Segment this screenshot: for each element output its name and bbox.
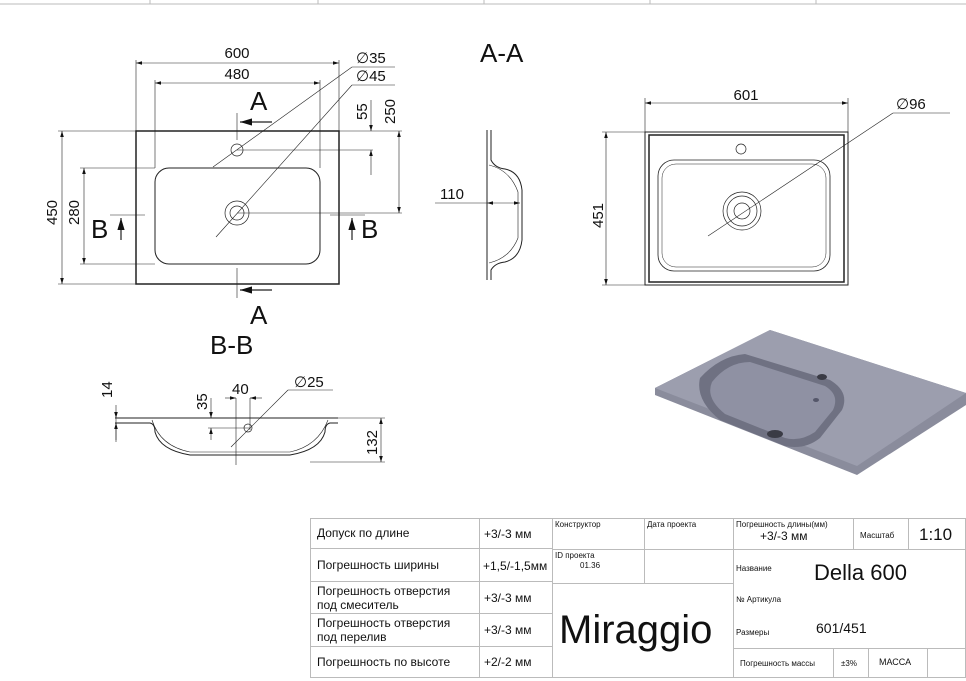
mass-value-cell [927,648,966,678]
section-a-bottom-label: A [250,300,268,330]
dim-bottom-width: 601 [733,87,758,104]
tol-height-label: Погрешность по высоте [310,646,480,678]
scale-label: Масштаб [853,518,909,550]
tol-overflow-hole-label: Погрешность отверстия под перелив [310,613,480,647]
dim-hole2-dia: ∅45 [356,68,386,85]
dim-height-total: 450 [44,200,61,225]
product-info-cell: Название Della 600 № Артикула Размеры 60… [733,549,966,649]
tol-length-value: +3/-3 мм [479,518,553,549]
dim-aa-depth: 110 [440,186,464,203]
section-b-right-label: B [361,214,378,244]
project-id-cell: ID проекта 01.36 [552,549,645,584]
mass-tol-label: Погрешность массы [733,648,834,678]
tol-width-label: Погрешность ширины [310,548,480,582]
tol-width-value: +1,5/-1,5мм [479,548,553,582]
scale-value: 1:10 [908,518,966,550]
empty-cell [644,549,734,584]
article-label: № Артикула [736,595,782,604]
dim-bb-35: 35 [194,393,211,410]
section-aa-title: A-A [480,38,524,68]
dim-bb-132: 132 [364,430,381,455]
tol-height-value: +2/-2 мм [479,646,553,678]
dim-drain-dia: ∅96 [896,96,926,113]
dim-55: 55 [354,103,371,120]
dim-width-total: 600 [224,45,249,62]
length-tol-value: +3/-3 мм [760,529,808,543]
dim-bb-14: 14 [99,381,116,398]
project-id-label: ID проекта [555,551,595,560]
constructor-label: Конструктор [552,518,645,550]
dim-bb-40: 40 [232,381,249,398]
dim-hole1-dia: ∅35 [356,50,386,67]
mass-label: МАССА [868,648,928,678]
section-a-top-label: A [250,86,268,116]
section-bb-view [114,389,385,465]
length-tol-cell: Погрешность длины(мм) +3/-3 мм [733,518,854,550]
dim-250: 250 [382,99,399,124]
project-id-value: 01.36 [580,561,601,570]
bottom-view [602,98,950,286]
tol-length-label: Допуск по длине [310,518,480,549]
brand-logo: Miraggio [552,583,734,678]
top-view [58,60,402,298]
length-tol-label: Погрешность длины(мм) [736,520,828,529]
sheet-frame [0,0,966,5]
tol-mixer-hole-value: +3/-3 мм [479,581,553,614]
section-bb-title: B-B [210,330,253,360]
dim-height-bowl: 280 [66,200,83,225]
dim-bottom-height: 451 [590,203,607,228]
size-label: Размеры [736,628,770,637]
product-name: Della 600 [814,560,907,585]
section-aa-view [435,130,523,280]
mass-tol-value: ±3% [833,648,869,678]
dim-width-bowl: 480 [224,66,249,83]
size-value: 601/451 [816,620,867,636]
section-b-left-label: B [91,214,108,244]
sink-3d-render [655,330,966,475]
dim-bb-overflow-dia: ∅25 [294,374,324,391]
name-label: Название [736,564,772,573]
tol-overflow-hole-value: +3/-3 мм [479,613,553,647]
date-label: Дата проекта [644,518,734,550]
tol-mixer-hole-label: Погрешность отверстия под смеситель [310,581,480,614]
